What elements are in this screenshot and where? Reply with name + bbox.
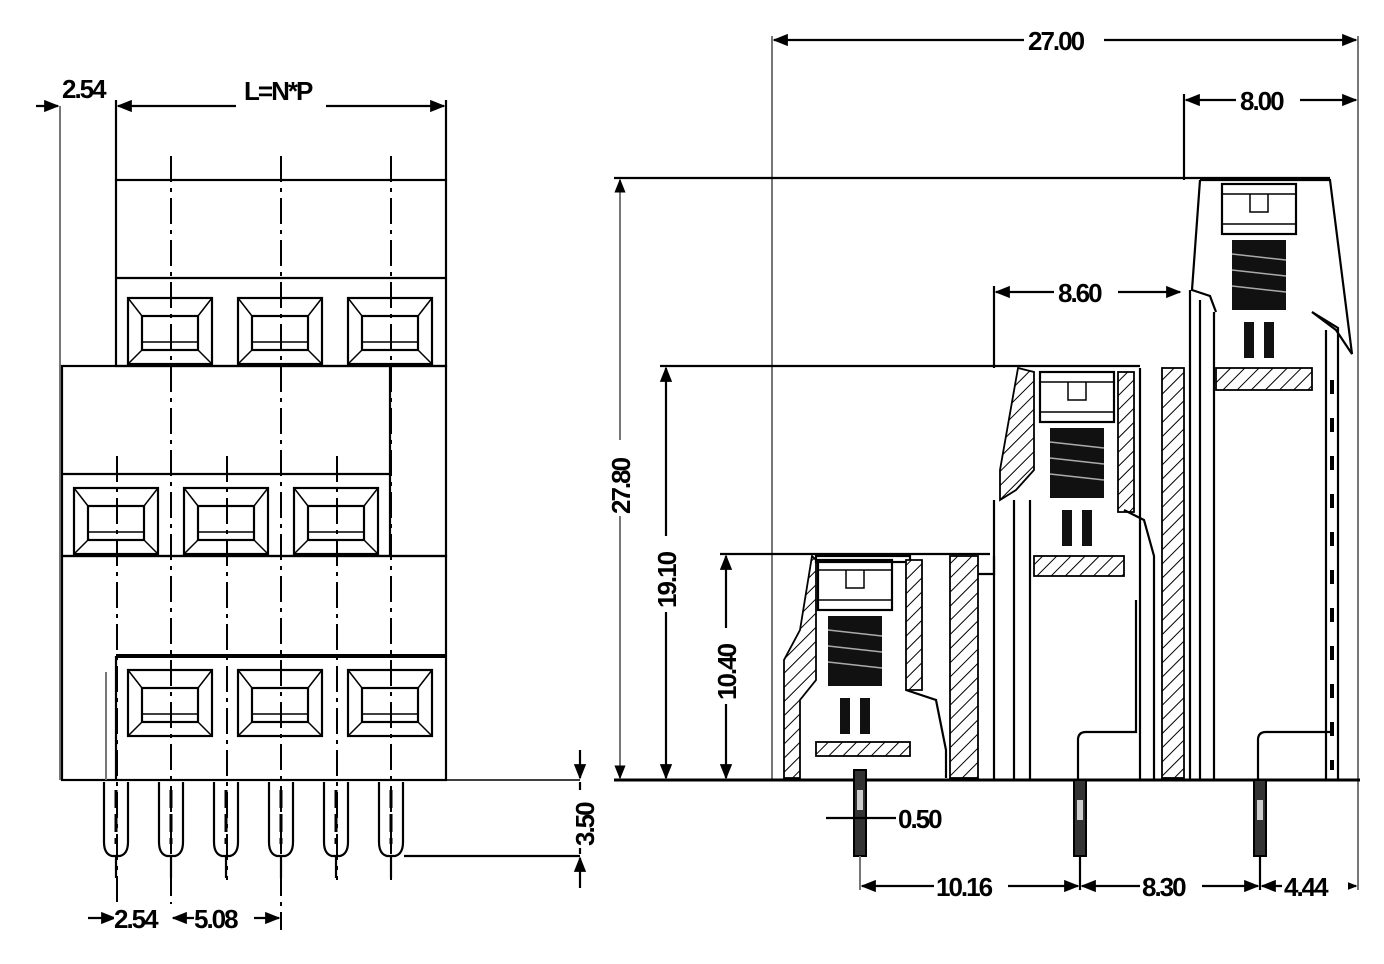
dim-overall-width: 27.00 <box>1028 26 1085 56</box>
side-pins <box>853 769 1267 857</box>
top-tier-section <box>1188 178 1354 780</box>
dim-overall-height: 27.80 <box>606 457 636 514</box>
dim-pin-spacing-1: 10.16 <box>936 872 993 902</box>
dim-pin-edge-offset: 4.44 <box>1284 872 1329 902</box>
side-view: 27.00 8.00 8.60 27.80 19.10 10.40 <box>604 26 1360 902</box>
dim-pin-offset: 2.54 <box>114 904 159 934</box>
dim-offset-top: 2.54 <box>62 74 107 104</box>
bottom-tier-body <box>60 554 448 782</box>
dim-pin-pitch: 5.08 <box>194 904 238 934</box>
dim-pin-thickness: 0.50 <box>898 804 942 834</box>
dim-length: L=N*P <box>244 76 313 106</box>
dim-pin-length: 3.50 <box>570 802 600 846</box>
bottom-tier-section <box>783 554 996 779</box>
dim-bottom-tier-height: 10.40 <box>712 643 742 700</box>
dim-middle-tier-height: 19.10 <box>652 551 682 608</box>
dim-top-tier-depth: 8.00 <box>1240 86 1284 116</box>
dim-middle-tier-depth: 8.60 <box>1058 278 1102 308</box>
dim-pin-spacing-2: 8.30 <box>1142 872 1186 902</box>
pins <box>102 780 405 880</box>
front-view: 2.54 L=N*P <box>36 74 600 934</box>
middle-tier-section <box>992 366 1185 780</box>
